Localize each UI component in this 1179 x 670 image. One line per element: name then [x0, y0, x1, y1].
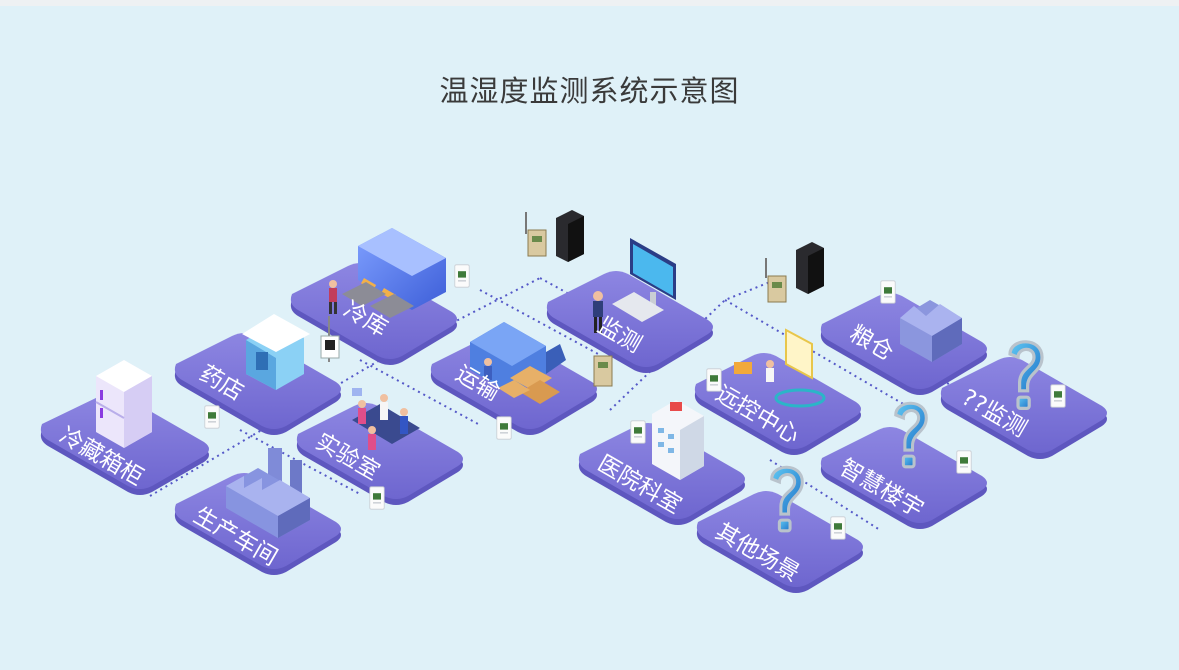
qr-code-sign-icon: [320, 316, 340, 362]
scene-smart-building[interactable]: 智慧楼宇: [820, 401, 987, 529]
scene-cold-storage[interactable]: 冷库: [290, 228, 457, 365]
storefront-icon: [242, 314, 310, 390]
delivery-truck-icon: [470, 322, 566, 404]
scene-workshop[interactable]: 生产车间: [174, 448, 341, 575]
scene-pharmacy[interactable]: 药店: [174, 314, 341, 435]
sensor-device-icon: [830, 516, 846, 540]
sensor-device-icon: [880, 280, 896, 304]
top-strip: [0, 0, 1179, 6]
refrigerator-icon: [95, 360, 152, 448]
server-tower-icon: [556, 210, 584, 262]
scene-monitor[interactable]: 监测: [546, 238, 713, 373]
scene-hospital[interactable]: 医院科室: [578, 400, 745, 525]
gateway-server-group-2: [765, 242, 824, 303]
sensor-device-icon: [204, 405, 220, 429]
sensor-device-icon: [956, 450, 972, 474]
laboratory-people-icon: [352, 388, 420, 450]
scene-laboratory[interactable]: 实验室: [296, 388, 463, 505]
gateway-server-group-1: [525, 210, 584, 262]
sensor-device-icon: [630, 420, 646, 444]
granary-icon: [900, 300, 962, 362]
sensor-device-icon: [706, 368, 722, 392]
page-title: 温湿度监测系统示意图: [439, 74, 740, 108]
gateway-device-transport: [593, 355, 613, 387]
scene-cold-cabinet[interactable]: 冷藏箱柜: [40, 360, 209, 495]
factory-icon: [226, 448, 310, 538]
sensor-device-icon: [1050, 384, 1066, 408]
wireless-gateway-icon: [525, 212, 547, 257]
wireless-gateway-icon: [765, 258, 787, 303]
sensor-device-icon: [454, 264, 470, 288]
computer-monitor-icon: [593, 238, 676, 333]
scene-transport[interactable]: 运输: [430, 322, 597, 435]
control-center-icon: [734, 328, 826, 408]
sensor-device-icon: [496, 416, 512, 440]
hospital-building-icon: [652, 400, 704, 480]
scene-granary[interactable]: 粮仓: [820, 293, 987, 395]
worker-figure-icon: [329, 280, 337, 314]
cold-storage-warehouse-icon: [342, 228, 446, 318]
sensor-device-icon: [369, 486, 385, 510]
server-tower-icon: [796, 242, 824, 294]
